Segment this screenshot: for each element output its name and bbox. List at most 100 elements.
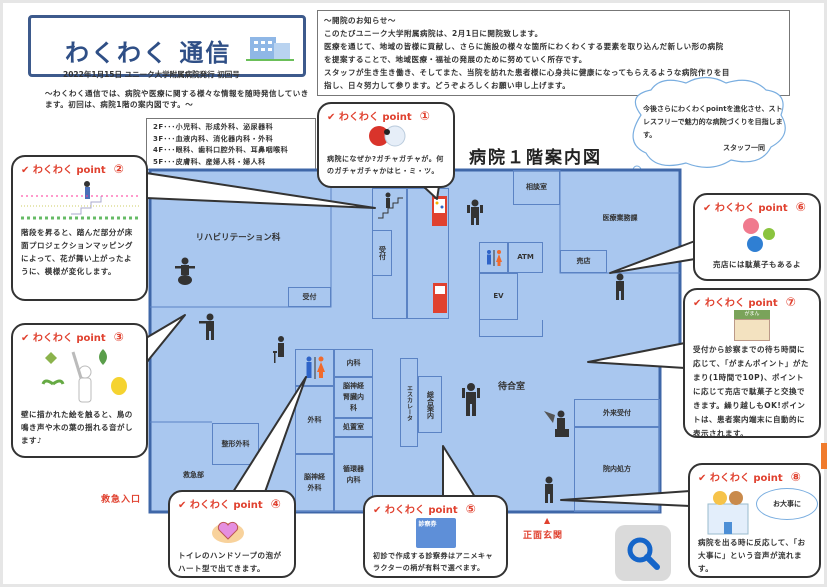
patient-card-icon: 診察券	[415, 518, 456, 548]
candy-shop-icon: がまん	[734, 310, 770, 342]
notice-line: ～開院のお知らせ～	[324, 16, 396, 25]
speech-bubble: お大事に	[756, 488, 818, 520]
room-cardiology[interactable]: 循環器内科	[334, 437, 373, 512]
floor-item: 5F･･･皮膚科、産婦人科・婦人科	[153, 157, 266, 166]
point-label: わくわく point	[384, 505, 458, 516]
floor-item: 2F･･･小児科、形成外科、泌尿器科	[153, 123, 274, 131]
restroom-icon	[306, 356, 325, 379]
point-text: 壁に描かれた絵を触ると、鳥の鳴き声や木の葉の揺れる音がします♪	[21, 410, 133, 445]
outpatient-reception[interactable]: 外来受付	[574, 399, 660, 427]
escalator[interactable]: エスカレータ	[400, 358, 418, 447]
restroom-icon	[486, 249, 502, 266]
callout-tail	[232, 376, 307, 493]
room-neuro-nephrology[interactable]: 脳神経腎臓内科	[334, 377, 373, 418]
candy-balls-icon	[743, 218, 775, 252]
person-icon	[616, 273, 624, 300]
main-entrance[interactable]: 正面玄関	[523, 531, 564, 541]
person-icon	[199, 313, 214, 340]
hospital-pets-illustration	[707, 491, 749, 535]
wall-touch-illustration	[41, 349, 127, 403]
cloud-message: 今後さらにわくわくpointを進化させ、ストレスフリーで魅力的な病院づくりを目指…	[643, 105, 783, 139]
room-shop[interactable]: 売店	[560, 250, 607, 273]
callout-tail	[609, 240, 696, 274]
point-label: わくわく point	[338, 112, 412, 123]
point-number: ⑥	[795, 200, 806, 214]
stairs-person-icon	[378, 192, 403, 219]
cloud-text: 今後さらにわくわくpointを進化させ、ストレスフリーで魅力的な病院づくりを目指…	[643, 103, 783, 155]
floor-item: 3F･･･血液内科、消化器内科・外科	[153, 134, 274, 143]
room-surgery[interactable]: 外科	[295, 386, 334, 454]
point-number: ⑧	[790, 470, 801, 484]
hospital-building-icon	[246, 37, 294, 61]
point-number: ④	[270, 497, 281, 511]
point-number: ⑤	[465, 502, 476, 516]
point-label: わくわく point	[32, 333, 106, 344]
opening-notice: ～開院のお知らせ～ このたびユニーク大学附属病院は、2月1日に開院致します。 医…	[317, 10, 790, 96]
atm[interactable]: ATM	[508, 242, 543, 273]
map-title: 病院１階案内図	[469, 148, 602, 168]
point-text: 初診で作成する診察券はアニメキャラクターの柄が有料で選べます。	[373, 552, 493, 572]
room-rehabilitation[interactable]: リハビリテーション科	[195, 232, 281, 243]
room-consultation[interactable]: 相談室	[513, 170, 560, 205]
capsule-icon	[369, 125, 406, 147]
room-medical-affairs[interactable]: 医療業務課	[602, 213, 638, 222]
point-text: 売店には駄菓子もあるよ	[713, 260, 801, 269]
callout-tail	[145, 314, 186, 364]
zoom-search-button[interactable]	[615, 525, 671, 581]
emergency-entrance[interactable]: 救急入口	[101, 495, 142, 505]
projection-stairs-illustration	[21, 181, 141, 220]
room-treatment[interactable]: 処置室	[334, 418, 373, 437]
point-number: ③	[113, 330, 124, 344]
intro-text: ～わくわく通信では、病院や医療に関する様々な情報を随時発信していきます。初回は、…	[45, 89, 309, 109]
in-house-pharmacy[interactable]: 院内処方	[574, 427, 660, 512]
point-text: 病院になぜか?ガチャガチャが。何のガチャガチャかはヒ・ミ・ツ。	[327, 155, 444, 175]
restroom-2[interactable]	[295, 349, 334, 386]
vending-machine-icon	[433, 283, 447, 313]
room-neurosurgery[interactable]: 脳神経外科	[295, 454, 334, 512]
person-icon	[462, 383, 480, 416]
point-label: わくわく point	[709, 473, 783, 484]
point-number: ②	[113, 162, 124, 176]
room-emergency[interactable]: 救急部	[183, 471, 204, 479]
magnifier-icon	[627, 537, 660, 570]
point-text: 階段を昇ると、踏んだ部分が床面プロジェクションマッピングによって、花が舞い上がっ…	[21, 228, 133, 276]
newsletter-page: わくわく 通信 2022年1月15日 ユニーク大学附属病院発行 初回号 ～わくわ…	[3, 3, 827, 584]
notice-line: を提案することで、地域医療・福祉の発展のために努めていく所存です。	[324, 55, 587, 64]
cloud-signature: スタッフ一同	[723, 144, 765, 152]
room-orthopedics[interactable]: 整形外科	[212, 423, 259, 465]
callout-tail	[560, 490, 691, 507]
side-tab[interactable]	[821, 443, 827, 469]
notice-line: このたびユニーク大学附属病院は、2月1日に開院致します。	[324, 29, 543, 38]
person-icon	[175, 257, 195, 285]
elevator[interactable]: EV	[479, 273, 518, 320]
reading-person-icon	[544, 410, 569, 437]
room-reception[interactable]: 受付	[288, 287, 331, 307]
elevator-hall	[479, 320, 543, 337]
entrance-arrow-icon: ▲	[544, 516, 552, 525]
room-internal-medicine[interactable]: 内科	[334, 349, 373, 377]
callout-tail	[587, 342, 686, 369]
point-label: わくわく point	[189, 500, 263, 511]
point-number: ⑦	[785, 295, 796, 309]
newsletter-title: わくわく 通信	[65, 39, 232, 67]
room-reception-2[interactable]: 受付	[372, 230, 392, 276]
point-text: 病院を出る時に反応して、「お大事に」という音声が流れます。	[698, 538, 806, 573]
waiting-room[interactable]: 待合室	[498, 382, 526, 392]
notice-line: 医療を通じて、地域の皆様に貢献し、さらに施設の様々な箇所にわくわくする要素を取り…	[324, 42, 724, 51]
notice-line: 指し、日々努力して参ります。どうぞよろしくお願い申し上げます。	[324, 81, 571, 90]
point-text: 受付から診察までの待ち時間に応じて、「がまんポイント」がたまり(1時間で10P)…	[693, 345, 809, 438]
card-label: 診察券	[418, 521, 437, 528]
point-label: わくわく point	[704, 298, 778, 309]
issue-line: 2022年1月15日 ユニーク大学附属病院発行 初回号	[63, 70, 240, 79]
floor-item: 4F･･･眼科、歯科口腔外科、耳鼻咽喉科	[153, 146, 289, 154]
general-information[interactable]: 総合案内	[418, 376, 442, 433]
handwashing-person-icon	[273, 336, 284, 363]
restroom-1[interactable]	[479, 242, 508, 273]
notice-line: スタッフが生き生き働き、そしてまた、当院を訪れた患者様に心身共に健康になってもら…	[324, 68, 730, 77]
